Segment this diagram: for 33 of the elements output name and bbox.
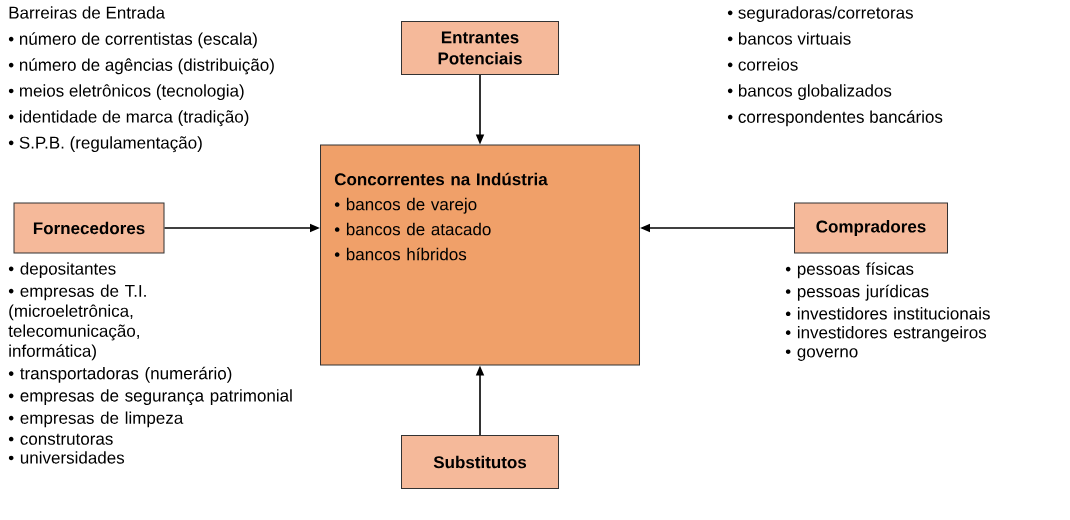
list-item: Barreiras de Entrada — [9, 6, 166, 19]
list-item: • correspondentes bancários — [727, 110, 943, 127]
list-item: • seguradoras/corretoras — [727, 6, 913, 23]
list-item: • bancos virtuais — [727, 32, 851, 45]
node-label: • bancos de atacado — [334, 222, 491, 236]
list-item: • correios — [727, 58, 798, 71]
node-label: • bancos de varejo — [334, 197, 477, 214]
list-item: • empresas de segurança patrimonial — [8, 389, 292, 406]
list-item: • universidades — [8, 451, 125, 464]
force-box: Substitutos — [401, 435, 559, 489]
list-item: • transportadoras (numerário) — [8, 366, 232, 383]
list-item: • S.P.B. (regulamentação) — [8, 136, 202, 153]
list-item: • identidade de marca (tradição) — [8, 110, 249, 127]
node-label: Concorrentes na Indústria — [334, 172, 548, 186]
list-item: • investidores estrangeiros — [785, 326, 987, 342]
box-text: Concorrentes na Indústria • bancos de varejo • bancos de atacado • bancos híbridos — [334, 172, 548, 261]
list-item: • empresas de T.I. (microeletrônica, telecomunicação, informática) — [8, 284, 146, 361]
list-item: • empresas de limpeza — [8, 411, 184, 428]
force-box: Entrantes Potenciais — [401, 21, 559, 75]
list-item: • governo — [785, 348, 858, 361]
list-item: • construtoras — [8, 433, 113, 445]
force-box: Compradores — [794, 202, 948, 254]
list-item: • número de correntistas (escala) — [8, 32, 257, 49]
list-item: • depositantes — [8, 262, 116, 279]
list-item: • pessoas jurídicas — [785, 284, 929, 301]
list-item: • investidores institucionais — [785, 307, 990, 320]
force-box: Fornecedores — [13, 202, 165, 254]
list-item: • bancos globalizados — [727, 84, 892, 101]
list-item: • meios eletrônicos (tecnologia) — [8, 84, 244, 101]
list-item: • pessoas físicas — [785, 262, 914, 279]
list-item: • número de agências (distribuição) — [8, 58, 274, 75]
competitors-box — [320, 144, 640, 366]
node-label: • bancos híbridos — [334, 247, 467, 261]
